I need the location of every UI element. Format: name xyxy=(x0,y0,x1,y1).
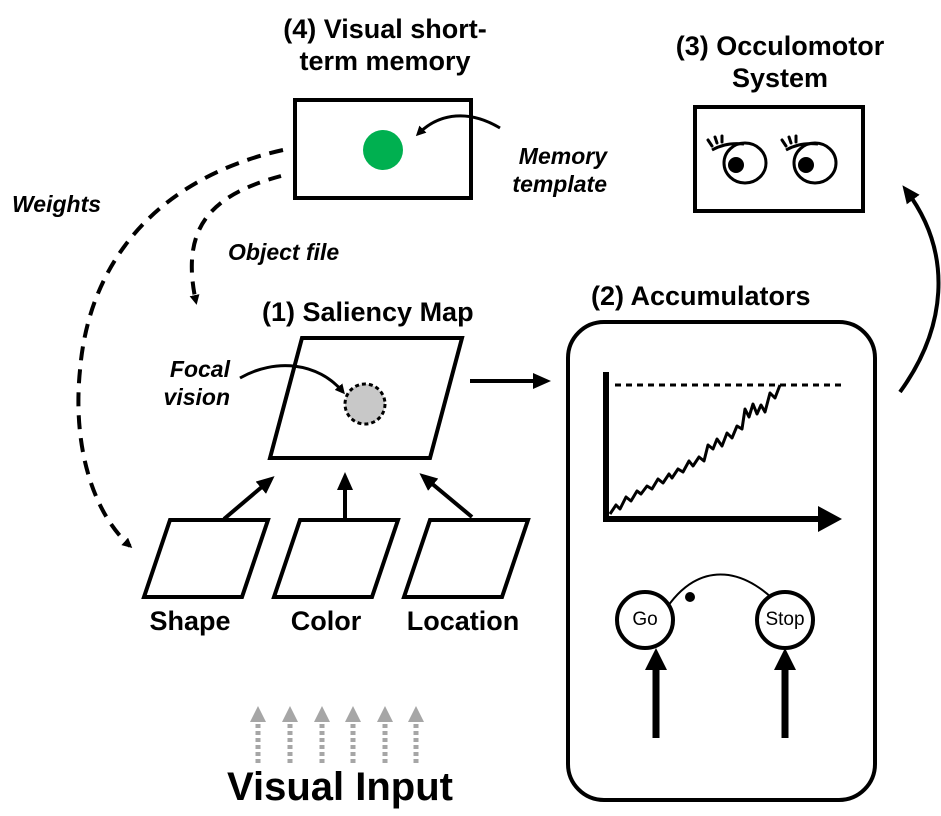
weights-label: Weights xyxy=(12,191,102,217)
shape-feature-map xyxy=(141,518,271,599)
focal-vision-spot xyxy=(343,382,387,426)
shape-label: Shape xyxy=(149,606,231,636)
visual-input-arrowhead xyxy=(377,706,393,722)
color-feature-map xyxy=(271,518,401,599)
memory-template-dot xyxy=(363,130,403,170)
occulomotor-title-line2: System xyxy=(731,63,829,93)
color-label: Color xyxy=(290,606,362,636)
visual-input-arrowhead xyxy=(345,706,361,722)
visual-input-arrows xyxy=(250,706,424,763)
memory-title: (4) Visual short- term memory xyxy=(250,13,520,77)
accumulator-x-arrowhead xyxy=(818,506,842,532)
eye-icon xyxy=(706,134,768,185)
memory-template-line2: template xyxy=(512,171,607,197)
go-input-arrowhead xyxy=(645,648,667,670)
memory-box xyxy=(293,98,473,200)
focal-line2: vision xyxy=(163,384,230,410)
location-to-saliency-arrow xyxy=(419,473,474,519)
accumulator-trace xyxy=(608,384,782,515)
object-file-label: Object file xyxy=(228,239,340,265)
occulomotor-title-line1: (3) Occulomotor xyxy=(675,31,885,61)
accumulators-box xyxy=(566,320,877,802)
occulomotor-title: (3) Occulomotor System xyxy=(640,30,920,94)
weights-arrow xyxy=(76,148,284,548)
memory-template-line1: Memory xyxy=(518,143,607,169)
visual-input-arrowhead xyxy=(250,706,266,722)
visual-input-arrowhead xyxy=(282,706,298,722)
memory-template-label: Memory template xyxy=(482,142,607,198)
stop-input-arrowhead xyxy=(774,648,796,670)
focal-vision-arrow xyxy=(239,364,345,395)
eye-icon xyxy=(780,134,838,185)
visual-input-arrowhead xyxy=(408,706,424,722)
visual-input-label: Visual Input xyxy=(227,765,453,809)
stop-node-label: Stop xyxy=(765,609,805,630)
focal-vision-label: Focal vision xyxy=(150,355,230,411)
memory-title-line1: (4) Visual short- xyxy=(283,14,487,44)
memory-title-line2: term memory xyxy=(299,46,471,76)
go-node-label: Go xyxy=(632,609,658,630)
shape-to-saliency-arrow xyxy=(222,476,275,521)
accumulators-title: (2) Accumulators xyxy=(591,281,811,311)
memory-template-arrow xyxy=(415,114,501,137)
focal-line1: Focal xyxy=(169,356,230,382)
object-file-arrow xyxy=(189,174,282,305)
visual-input-arrowhead xyxy=(314,706,330,722)
occulomotor-box xyxy=(693,105,865,213)
go-node xyxy=(615,590,675,650)
accumulator-to-occulomotor-arrow xyxy=(898,185,941,394)
location-label: Location xyxy=(406,606,520,636)
saliency-map-title: (1) Saliency Map xyxy=(262,297,474,327)
location-feature-map xyxy=(401,518,531,599)
occulomotor-box-frame xyxy=(693,105,865,213)
inhibition-dot xyxy=(685,592,695,602)
